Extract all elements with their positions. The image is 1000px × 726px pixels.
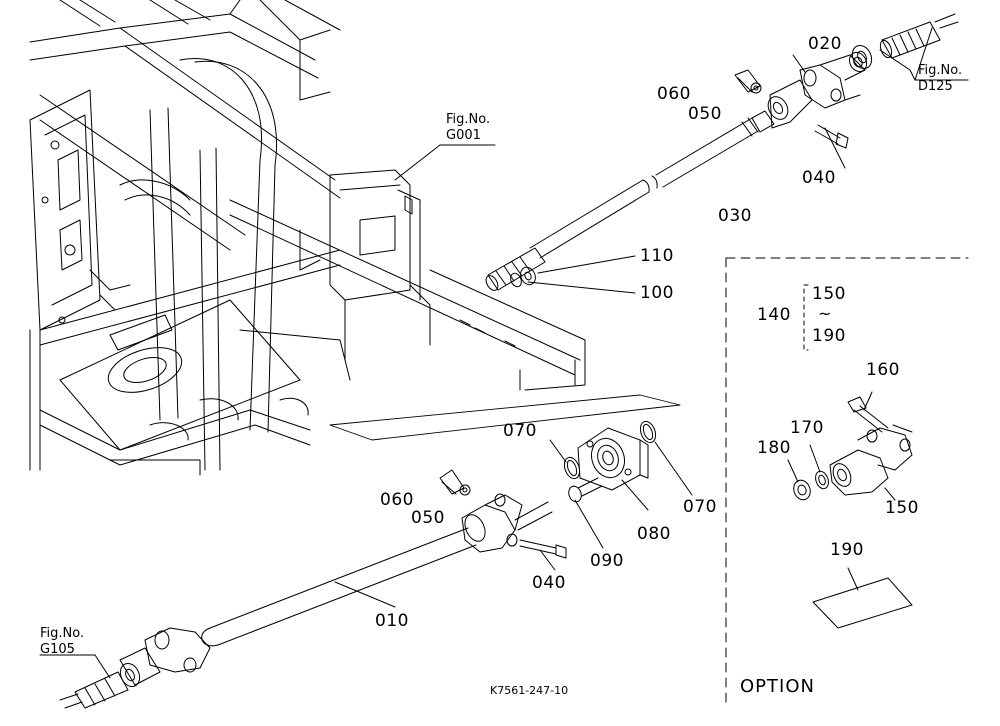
bearing-080 [578, 428, 648, 490]
callout-060-lower: 060 [380, 490, 414, 510]
leader-080 [622, 480, 648, 510]
leader-180 [788, 460, 798, 482]
fig-ref-g105-line2: G105 [40, 641, 75, 657]
leader-100 [528, 282, 635, 293]
fig-ref-d125-line1: Fig.No. [918, 63, 963, 78]
callout-020: 020 [808, 34, 842, 54]
fig-ref-g001-line1: Fig.No. [446, 112, 491, 127]
drawing-code: K7561-247-10 [490, 684, 569, 697]
fig-ref-d125-line2: D125 [918, 78, 953, 94]
fig-ref-g105: Fig.No. G105 [40, 626, 84, 657]
callout-190: 190 [830, 540, 864, 560]
fig-ref-g001: Fig.No. G001 [446, 112, 490, 143]
leader-190 [848, 568, 858, 590]
leader-010 [335, 582, 395, 607]
range-tilde: ~ [818, 304, 832, 323]
leader-d125-b [915, 28, 932, 80]
option-label: OPTION [740, 676, 815, 697]
option-u-joint-150 [830, 425, 912, 495]
callout-100: 100 [640, 283, 674, 303]
callout-060-upper: 060 [657, 84, 691, 104]
callout-040-upper: 040 [802, 168, 836, 188]
seal-d125 [849, 14, 958, 72]
ring-070-left [562, 455, 583, 480]
fig-g001-leader [395, 145, 440, 180]
bracket-140 [804, 285, 808, 350]
callout-150: 150 [885, 498, 919, 518]
callout-110: 110 [640, 246, 674, 266]
pin-060-upper [735, 70, 761, 93]
fig-ref-g105-line1: Fig.No. [40, 626, 85, 641]
leader-d125-a [880, 50, 915, 80]
ring-070-right [638, 419, 659, 444]
callout-190-range: 190 [812, 326, 846, 346]
callout-140: 140 [757, 305, 791, 325]
callout-030: 030 [718, 206, 752, 226]
callout-070-left: 070 [503, 421, 537, 441]
manual-190 [813, 578, 912, 628]
fig-ref-d125: Fig.No. D125 [918, 63, 962, 94]
leader-150 [885, 488, 895, 500]
callout-050-upper: 050 [688, 104, 722, 124]
leader-g105 [95, 655, 110, 678]
frame-structure [30, 0, 585, 475]
bolt-090 [567, 478, 603, 548]
u-joint-bottom-left [60, 628, 210, 708]
bolt-040-lower [520, 540, 566, 570]
leader-170 [810, 445, 820, 472]
leader-070-right [655, 442, 692, 495]
fig-ref-g001-line2: G001 [446, 127, 481, 143]
callout-170: 170 [790, 418, 824, 438]
callout-150-range: 150 [812, 284, 846, 304]
callout-180: 180 [757, 438, 791, 458]
leader-110 [538, 256, 635, 273]
u-joint-lower [461, 494, 552, 552]
u-joint-020 [764, 49, 870, 128]
leader-070-left [550, 440, 566, 462]
grouping-outline [330, 395, 680, 440]
callout-080: 080 [637, 524, 671, 544]
nut-180 [791, 478, 813, 502]
bolt-040-upper [815, 125, 848, 168]
callout-070-right: 070 [683, 497, 717, 517]
pin-060-lower [440, 470, 470, 495]
callout-040-lower: 040 [532, 573, 566, 593]
callout-160: 160 [866, 360, 900, 380]
washer-170 [813, 469, 830, 490]
washer-100-110 [509, 265, 539, 289]
shaft-030 [484, 111, 774, 292]
shaft-010 [202, 528, 476, 646]
callout-050-lower: 050 [411, 508, 445, 528]
bolt-160 [848, 392, 888, 432]
callout-090: 090 [590, 551, 624, 571]
callout-010: 010 [375, 611, 409, 631]
leader-020 [793, 55, 805, 72]
